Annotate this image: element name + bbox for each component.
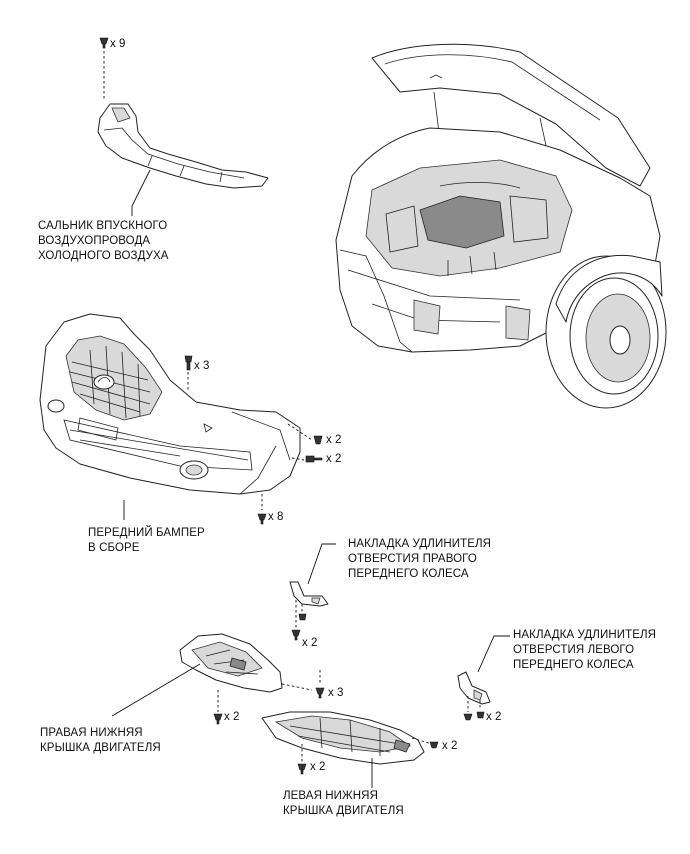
seal-clips-qty: x 9 (110, 38, 126, 50)
lh-wheel-opening-extension-pad-label: НАКЛАДКА УДЛИНИТЕЛЯ ОТВЕРСТИЯ ЛЕВОГО ПЕР… (513, 629, 657, 671)
clip-icon (257, 513, 267, 525)
clip-icon (315, 687, 325, 699)
center-clips-qty: x 3 (328, 687, 344, 699)
clip-icon (313, 435, 323, 445)
clip-icon (429, 741, 439, 749)
screw-icon (184, 355, 193, 371)
front-bumper-assembly-label: ПЕРЕДНИЙ БАМПЕР В СБОРЕ (88, 527, 205, 554)
bumper-side-clips-qty: x 2 (326, 434, 342, 446)
clip-icon (297, 763, 307, 775)
rh-wheel-opening-extension-pad-part (289, 581, 329, 607)
lh-wheel-opening-extension-pad-part (457, 671, 491, 705)
rh-cover-clips-qty: x 2 (224, 711, 240, 723)
clip-icon (291, 613, 307, 641)
rh-wheel-opening-extension-pad-label: НАКЛАДКА УДЛИНИТЕЛЯ ОТВЕРСТИЯ ПРАВОГО ПЕ… (348, 538, 492, 580)
cold-air-intake-seal-label: САЛЬНИК ВПУСКНОГО ВОЗДУХОПРОВОДА ХОЛОДНО… (38, 220, 169, 262)
clip-icon (213, 713, 223, 725)
lh-cover-clips-bottom-qty: x 2 (310, 761, 326, 773)
lh-pad-clips-qty: x 2 (486, 711, 502, 723)
lh-engine-under-cover-part (261, 711, 425, 765)
bumper-bottom-clips-qty: x 8 (268, 511, 284, 523)
front-bumper-part (39, 313, 301, 495)
lh-engine-under-cover-label: ЛЕВАЯ НИЖНЯЯ КРЫШКА ДВИГАТЕЛЯ (283, 790, 404, 817)
bumper-top-screws-qty: x 3 (194, 360, 210, 372)
clip-icon (99, 37, 109, 49)
rh-engine-under-cover-part (179, 633, 283, 693)
vehicle-front-illustration (335, 43, 667, 409)
clip-icon (463, 711, 485, 721)
bumper-side-screws-qty: x 2 (326, 453, 342, 465)
rh-engine-under-cover-label: ПРАВАЯ НИЖНЯЯ КРЫШКА ДВИГАТЕЛЯ (40, 727, 161, 754)
bolt-icon (305, 455, 323, 463)
lh-cover-clips-right-qty: x 2 (442, 740, 458, 752)
cold-air-intake-seal-part (97, 103, 269, 189)
rh-pad-clips-qty: x 2 (302, 637, 318, 649)
